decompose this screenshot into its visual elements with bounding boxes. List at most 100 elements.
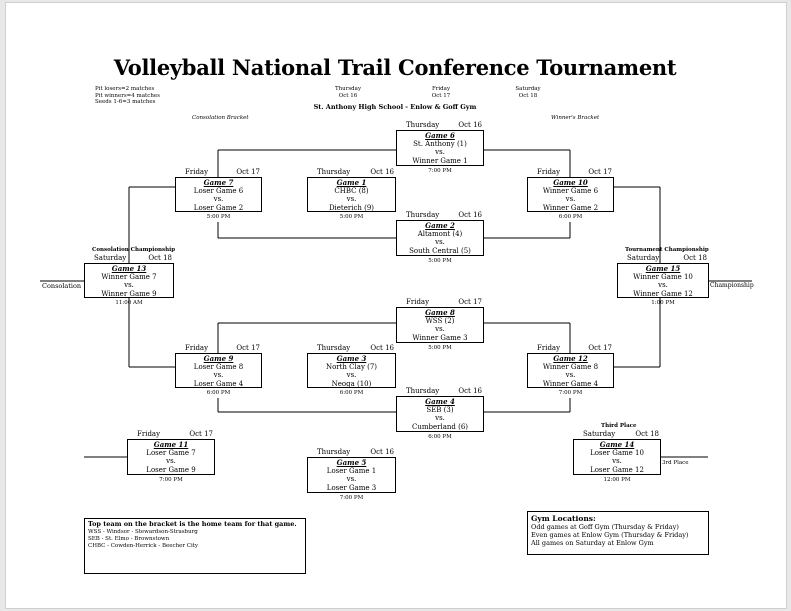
home-team: Winner Game 10 [633, 273, 693, 282]
game-name: Game 4 [425, 397, 455, 406]
game-box-g12: Game 12 Winner Game 8 vs. Winner Game 4 [527, 353, 614, 388]
away-team: Winner Game 1 [412, 156, 468, 165]
gym-locations-legend: Gym Locations: Odd games at Goff Gym (Th… [527, 511, 709, 555]
versus: vs. [658, 281, 668, 290]
away-team: Winner Game 12 [633, 289, 693, 298]
game-date: Oct 16 [458, 211, 482, 219]
away-team: Winner Game 2 [542, 203, 599, 212]
versus: vs. [435, 148, 445, 157]
game-box-g11: Game 11 Loser Game 7 vs. Loser Game 9 [127, 439, 215, 475]
game-date: Oct 18 [635, 430, 659, 438]
game-time: 5:00 PM [206, 214, 231, 220]
game-date: Oct 17 [588, 344, 612, 352]
game-day: Thursday [406, 121, 440, 129]
game-day-header: Friday Oct 17 [185, 344, 260, 352]
third-place-side-label: 3rd Place [662, 460, 689, 466]
page-title: Volleyball National Trail Conference Tou… [113, 55, 677, 80]
game-box-g1: Game 1 CHBC (8) vs. Dieterich (9) [307, 177, 396, 212]
home-team: SEB (3) [426, 406, 454, 415]
note: Pit losers=2 matches [95, 86, 155, 92]
legend-heading: Top team on the bracket is the home team… [88, 520, 297, 528]
versus: vs. [565, 371, 576, 380]
game-time: 11:00 AM [115, 300, 143, 306]
game-time: 7:00 PM [558, 390, 583, 396]
away-team: Loser Game 12 [590, 465, 644, 474]
versus: vs. [213, 195, 224, 204]
legend-line: Odd games at Goff Gym (Thursday & Friday… [531, 523, 679, 531]
game-name: Game 14 [599, 440, 635, 449]
game-box-g3: Game 3 North Clay (7) vs. Neoga (10) [307, 353, 396, 388]
game-box-g14: Game 14 Loser Game 10 vs. Loser Game 12 [573, 439, 661, 475]
game-name: Game 13 [111, 264, 147, 273]
game-name: Game 15 [645, 264, 681, 273]
home-team: St. Anthony (1) [413, 140, 467, 149]
versus: vs. [346, 475, 357, 484]
legend-heading: Gym Locations: [531, 514, 596, 523]
game-date: Oct 16 [370, 448, 394, 456]
game-time: 6:00 PM [558, 214, 583, 220]
game-box-g7: Game 7 Loser Game 6 vs. Loser Game 2 [175, 177, 262, 212]
game-day: Friday [185, 344, 209, 352]
game-box-g10: Game 10 Winner Game 6 vs. Winner Game 2 [527, 177, 614, 212]
game-date: Oct 16 [458, 121, 482, 129]
versus: vs. [612, 457, 622, 466]
game-date: Oct 18 [683, 254, 707, 262]
away-team: Loser Game 9 [146, 465, 196, 474]
game-name: Game 5 [336, 458, 367, 467]
game-day-header: Thursday Oct 16 [317, 448, 394, 456]
game-day-header: Thursday Oct 16 [406, 121, 482, 129]
venue: St. Anthony High School - Enlow & Goff G… [313, 103, 477, 111]
away-team: South Central (5) [409, 246, 471, 255]
away-team: Winner Game 3 [412, 333, 468, 342]
legend-line: CHBC - Cowden-Herrick - Beecher City [88, 542, 199, 549]
versus: vs. [346, 195, 357, 204]
game-name: Game 11 [153, 440, 189, 449]
home-team: CHBC (8) [334, 187, 369, 196]
game-box-g15: Game 15 Winner Game 10 vs. Winner Game 1… [617, 263, 709, 298]
home-team: Winner Game 6 [542, 187, 599, 196]
game-date: Oct 17 [588, 168, 612, 176]
game-name: Game 8 [425, 308, 455, 317]
away-team: Cumberland (6) [411, 422, 468, 431]
versus: vs. [124, 281, 134, 290]
legend-line: SEB - St. Elmo - Brownstown [88, 535, 170, 542]
game-time: 6:00 PM [428, 434, 452, 440]
home-team: WSS (2) [425, 317, 455, 326]
game-name: Game 10 [553, 178, 588, 187]
versus: vs. [565, 195, 576, 204]
home-team: Winner Game 8 [542, 363, 599, 372]
game-time: 7:00 PM [339, 495, 364, 501]
game-date: Oct 17 [236, 344, 260, 352]
game-day: Thursday [317, 448, 351, 456]
game-date: Oct 17 [236, 168, 260, 176]
home-team: Loser Game 8 [193, 363, 244, 372]
versus: vs. [346, 371, 357, 380]
game-date: Oct 18 [148, 254, 172, 262]
round-label: Consolation Championship [92, 247, 176, 253]
away-team: Winner Game 4 [542, 379, 599, 388]
game-name: Game 9 [203, 354, 234, 363]
home-team: Winner Game 7 [101, 273, 157, 282]
game-time: 12:00 PM [603, 477, 631, 483]
game-time: 6:00 PM [206, 390, 231, 396]
notes: Pit losers=2 matches Pit winners=4 match… [95, 86, 160, 106]
game-time: 7:00 PM [428, 168, 452, 174]
away-team: Loser Game 2 [193, 203, 244, 212]
game-name: Game 2 [425, 221, 455, 230]
game-name: Game 7 [203, 178, 234, 187]
away-team: Neoga (10) [331, 379, 372, 388]
away-team: Loser Game 3 [326, 483, 377, 492]
versus: vs. [166, 457, 176, 466]
game-date: Oct 17 [189, 430, 213, 438]
